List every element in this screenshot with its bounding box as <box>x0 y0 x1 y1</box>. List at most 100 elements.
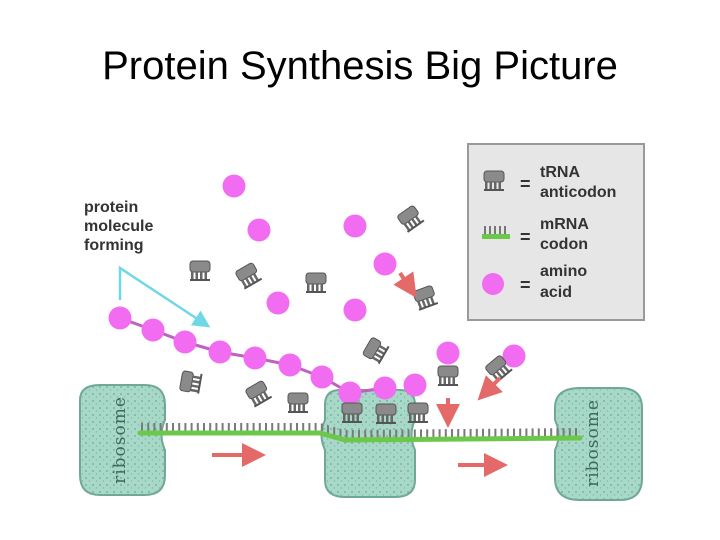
codon-tick <box>141 423 143 432</box>
codon-tick <box>265 423 267 432</box>
codon-tick <box>444 429 447 439</box>
legend-mrna-line1: mRNA <box>540 216 589 233</box>
legend-equals-1: = <box>520 174 531 194</box>
arrow-diag <box>477 375 503 401</box>
slide-title: Protein Synthesis Big Picture <box>102 44 618 88</box>
codon-tick <box>246 423 249 432</box>
amino-acid <box>343 214 367 238</box>
codon-tick <box>203 423 205 432</box>
amino-acid <box>222 174 246 198</box>
callout-arrow <box>118 265 211 328</box>
codon-tick <box>221 423 224 432</box>
codon-tick <box>153 423 156 432</box>
amino-acid <box>141 318 165 342</box>
legend-amino-line1: amino <box>540 263 587 280</box>
callout-line-3: forming <box>84 237 144 254</box>
legend-trna-line2: anticodon <box>540 184 616 201</box>
codon-tick <box>556 428 559 438</box>
codon-tick <box>358 429 360 439</box>
codon-tick <box>494 428 497 438</box>
amino-acid <box>403 373 427 397</box>
codon-tick <box>382 429 385 439</box>
codon-tick <box>209 423 212 432</box>
callout-line-2: molecule <box>84 218 153 235</box>
codon-tick <box>333 426 336 436</box>
ribosome-label-left: ribosome <box>110 396 130 484</box>
amino-acid <box>373 376 397 400</box>
ribosome-right: ribosome <box>554 387 643 501</box>
codon-tick <box>227 423 230 432</box>
legend-equals-3: = <box>520 275 531 295</box>
trna <box>407 402 429 424</box>
codon-tick <box>364 429 367 439</box>
codon-tick <box>252 423 255 432</box>
codon-tick <box>165 423 168 432</box>
codon-tick <box>544 428 546 438</box>
codon-tick <box>283 423 286 432</box>
mrna-strand <box>137 423 583 443</box>
trna <box>341 402 363 424</box>
legend-amino-icon <box>482 273 504 295</box>
codon-tick <box>159 423 162 432</box>
codon-tick <box>302 423 305 432</box>
trna <box>287 392 309 414</box>
codon-tick <box>463 428 466 438</box>
codon-tick <box>432 429 435 439</box>
amino-acid <box>310 365 334 389</box>
codon-tick <box>271 423 274 432</box>
codon-tick <box>172 423 174 432</box>
trna <box>375 403 397 425</box>
codon-tick <box>531 428 534 438</box>
codon-tick <box>519 428 522 438</box>
codon-tick <box>513 428 515 438</box>
codon-tick <box>500 428 503 438</box>
legend-mrna-icon <box>482 226 510 239</box>
codon-tick <box>420 429 422 439</box>
codon-tick <box>550 428 553 438</box>
codon-tick <box>426 429 429 439</box>
codon-tick <box>401 429 404 439</box>
codon-tick <box>339 428 342 438</box>
codon-tick <box>240 423 243 432</box>
codon-tick <box>178 423 181 432</box>
codon-tick <box>407 429 410 439</box>
amino-acid <box>247 218 271 242</box>
codon-tick <box>147 423 150 432</box>
legend-trna-line1: tRNA <box>540 164 580 181</box>
codon-tick <box>327 425 329 435</box>
amino-acid <box>338 381 362 405</box>
amino-acid <box>243 346 267 370</box>
codon-tick <box>234 423 236 432</box>
amino-acid <box>502 344 526 368</box>
codon-tick <box>525 428 528 438</box>
legend-mrna-line2: codon <box>540 236 588 253</box>
amino-acid <box>173 330 197 354</box>
amino-acid <box>266 291 290 315</box>
arrow-down-1 <box>393 271 417 298</box>
trna <box>361 336 391 365</box>
legend-trna-icon <box>483 170 505 192</box>
codon-tick <box>351 429 354 439</box>
callout-line-1: protein <box>84 199 138 216</box>
codon-tick <box>345 429 348 439</box>
amino-acid <box>208 340 232 364</box>
codon-tick <box>457 429 460 439</box>
codon-tick <box>314 423 317 432</box>
codon-tick <box>475 428 478 438</box>
trna <box>305 272 327 294</box>
amino-acid <box>343 298 367 322</box>
codon-tick <box>277 423 280 432</box>
legend-amino-line2: acid <box>540 284 572 301</box>
trna <box>396 204 426 234</box>
codon-tick <box>537 428 540 438</box>
trna <box>437 365 459 387</box>
trna <box>244 379 273 409</box>
codon-tick <box>389 429 391 439</box>
codon-tick <box>506 428 509 438</box>
codon-tick <box>575 428 577 438</box>
callout-label: protein molecule forming <box>84 199 153 254</box>
protein-chain <box>108 306 397 405</box>
codon-tick <box>196 423 199 432</box>
codon-tick <box>413 429 416 439</box>
